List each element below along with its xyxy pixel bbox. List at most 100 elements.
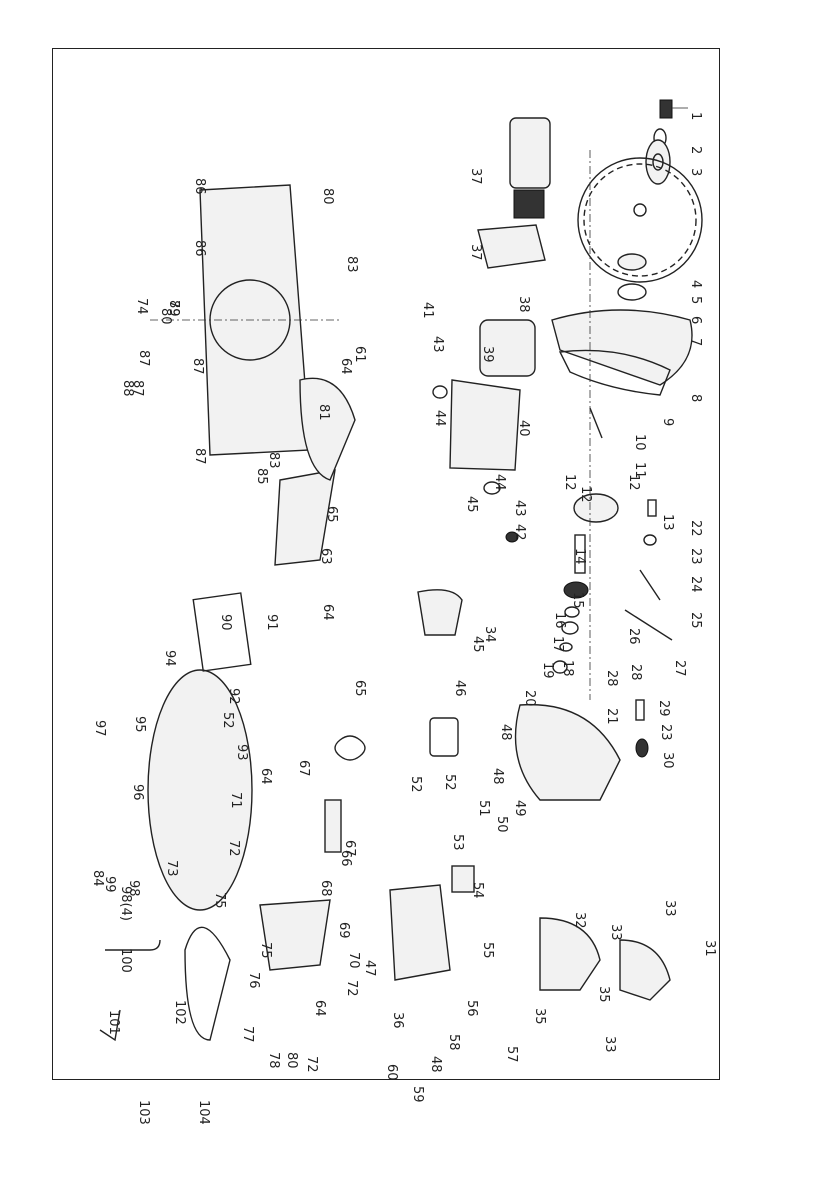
part-label: 64	[312, 1000, 327, 1017]
part-label: 8	[688, 394, 703, 402]
extension-rod	[105, 939, 161, 951]
part-label: 85	[254, 468, 269, 485]
part-label: 18	[560, 660, 575, 677]
part-label: 72	[226, 840, 241, 857]
turntable	[147, 669, 253, 911]
part-label: 35	[532, 1008, 547, 1025]
part-label: 98	[126, 880, 141, 897]
part-label: 28	[628, 664, 643, 681]
part-label: 48	[428, 1056, 443, 1073]
part-label: 99	[102, 876, 117, 893]
part-label: 5	[688, 296, 703, 304]
part-label: 72	[304, 1056, 319, 1073]
part-label: 11	[632, 462, 647, 479]
part-label: 33	[602, 1036, 617, 1053]
part-label: 96	[130, 784, 145, 801]
part-label: 37	[468, 244, 483, 261]
diagram-frame	[52, 48, 720, 1080]
part-label: 15	[570, 592, 585, 609]
part-label: 59	[410, 1086, 425, 1103]
upper-blade-guard	[514, 703, 621, 801]
part-label: 49	[512, 800, 527, 817]
spindle-shaft	[574, 534, 586, 574]
part-label: 43	[430, 336, 445, 353]
part-label: 100	[118, 948, 133, 973]
part-label: 64	[258, 768, 273, 785]
part-label: 64	[338, 358, 353, 375]
part-label: 66	[338, 850, 353, 867]
part-label: 19	[540, 662, 555, 679]
part-label: 6	[688, 316, 703, 324]
part-label: 52	[220, 712, 235, 729]
part-label: 14	[572, 548, 587, 565]
part-label: 101	[106, 1010, 121, 1035]
part-label: 24	[688, 576, 703, 593]
part-label: 23	[688, 548, 703, 565]
part-label: 16	[552, 612, 567, 629]
part-label: 31	[702, 940, 717, 957]
part-label: 69	[336, 922, 351, 939]
drive-gear	[563, 581, 589, 599]
part-label: 48	[490, 768, 505, 785]
part-label: 39	[480, 346, 495, 363]
part-label: 76	[246, 972, 261, 989]
retaining-ring	[617, 283, 647, 301]
spring-pin	[589, 407, 603, 439]
part-label: 34	[482, 626, 497, 643]
part-label: 35	[596, 986, 611, 1003]
part-label: 36	[390, 1012, 405, 1029]
lower-blade-guard	[551, 309, 693, 386]
part-label: 55	[480, 942, 495, 959]
part-number-labels: 1234567891011121212131415161718192021222…	[90, 112, 717, 1125]
part-label: 12	[578, 486, 593, 503]
part-label: 71	[228, 792, 243, 809]
pivot-shaft	[324, 799, 342, 853]
tilt-arm	[259, 899, 331, 971]
part-label: 87	[130, 380, 145, 397]
part-label: 33	[608, 924, 623, 941]
part-label: 21	[604, 708, 619, 725]
part-label: 42	[512, 524, 527, 541]
part-label: 52	[408, 776, 423, 793]
switch-housing	[389, 884, 451, 981]
part-label: 77	[240, 1026, 255, 1043]
part-label: 102	[172, 1000, 187, 1025]
part-label: 80	[284, 1052, 299, 1069]
part-label: 1	[688, 112, 703, 120]
part-label: 73	[164, 860, 179, 877]
part-label: 87	[192, 448, 207, 465]
part-label: 63	[318, 548, 333, 565]
shaft-lock-parts	[624, 499, 673, 758]
part-label: 23	[658, 724, 673, 741]
part-label: 44	[432, 410, 447, 427]
brush-holders	[432, 385, 519, 543]
part-label: 98(4)	[118, 886, 133, 921]
part-label: 104	[196, 1100, 211, 1125]
part-label: 81	[316, 404, 331, 421]
hex-key	[99, 1009, 121, 1042]
outer-flange	[645, 139, 671, 185]
part-label: 51	[476, 800, 491, 817]
switch	[451, 865, 475, 893]
motor-armature	[509, 117, 551, 219]
guard-plate	[558, 349, 671, 396]
part-label: 28	[604, 670, 619, 687]
part-label: 64	[320, 604, 335, 621]
part-label: 57	[504, 1046, 519, 1063]
spring	[334, 735, 366, 761]
part-label: 87	[190, 358, 205, 375]
part-label: 95	[132, 716, 147, 733]
part-label: 65	[324, 506, 339, 523]
part-label: 17	[550, 636, 565, 653]
blade-bolt	[659, 99, 688, 119]
part-label: 33	[662, 900, 677, 917]
part-label: 7	[688, 338, 703, 346]
part-label: 38	[516, 296, 531, 313]
part-label: 4	[688, 280, 703, 288]
part-label: 87	[136, 350, 151, 367]
part-label: 60	[384, 1064, 399, 1081]
part-label: 2	[688, 146, 703, 154]
part-label: 58	[446, 1034, 461, 1051]
part-label: 52	[442, 774, 457, 791]
part-label: 74	[134, 298, 149, 315]
